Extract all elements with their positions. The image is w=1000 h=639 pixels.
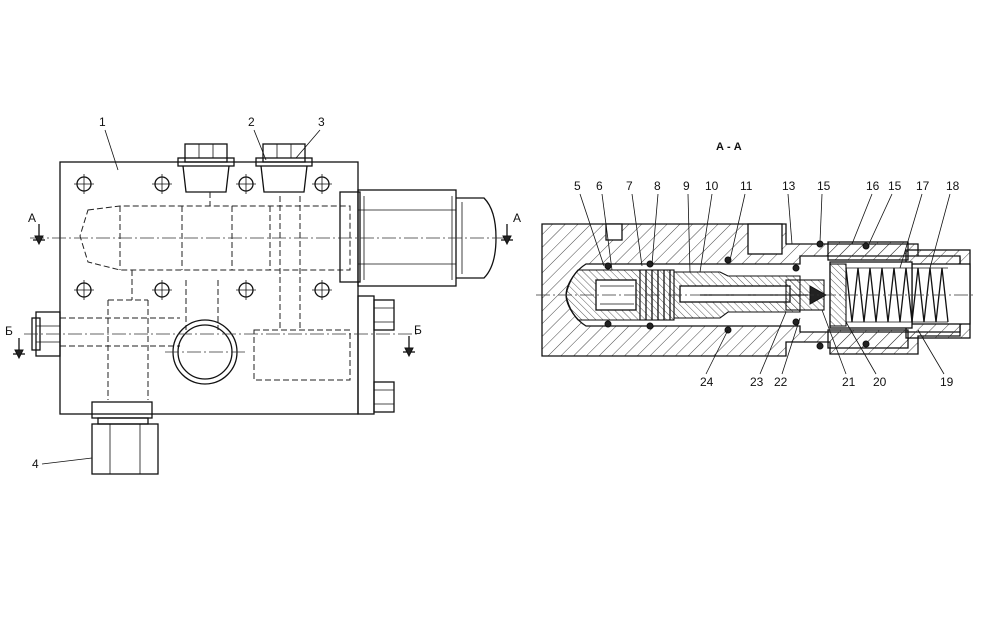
callout-number: 7: [626, 179, 633, 193]
callout-number: 2: [248, 115, 255, 129]
callout-number: 22: [774, 375, 788, 389]
seal-rings: [604, 240, 870, 350]
cut-label-a-left: А: [28, 211, 36, 225]
bottom-fitting: [91, 401, 159, 475]
hidden-channels: [60, 192, 351, 400]
callout-number: 1: [99, 115, 106, 129]
callout-number: 18: [946, 179, 960, 193]
cut-label-a-right: А: [513, 211, 521, 225]
top-fitting-left: [177, 143, 235, 193]
callout-4: 4: [32, 457, 93, 471]
callouts-bottom: 24 23 22 21 20 19: [700, 309, 954, 389]
block-view: А А Б Б 1 2 3: [5, 115, 521, 475]
callout-2: 2: [248, 115, 267, 161]
callout-number: 6: [596, 179, 603, 193]
callout-number: 10: [705, 179, 719, 193]
callout-number: 15: [817, 179, 831, 193]
top-fitting-right: [255, 143, 313, 193]
cut-mark-b-right: Б: [403, 323, 422, 358]
callout-number: 23: [750, 375, 764, 389]
callout-number: 4: [32, 457, 39, 471]
cut-mark-a-right: А: [501, 211, 521, 246]
round-port: [165, 319, 245, 385]
callout-number: 19: [940, 375, 954, 389]
callout-number: 15: [888, 179, 902, 193]
callout-number: 9: [683, 179, 690, 193]
cut-mark-a-left: А: [28, 211, 45, 246]
right-side-block: [357, 295, 395, 415]
top-port: [747, 223, 783, 255]
callout-number: 21: [842, 375, 856, 389]
cut-mark-b-left: Б: [5, 324, 25, 360]
section-title: А - А: [716, 141, 742, 153]
callout-number: 17: [916, 179, 930, 193]
callout-number: 3: [318, 115, 325, 129]
callout-3: 3: [295, 115, 325, 159]
callout-number: 11: [740, 179, 753, 193]
cut-label-b-left: Б: [5, 324, 13, 338]
callouts-top: 5 6 7 8 9 10 11 13 15 16 15 17 18: [574, 179, 960, 273]
section-a-a: А - А: [536, 141, 976, 389]
callout-number: 20: [873, 375, 887, 389]
callout-1: 1: [99, 115, 119, 171]
cut-label-b-right: Б: [414, 323, 422, 337]
callout-number: 13: [782, 179, 796, 193]
callout-number: 5: [574, 179, 581, 193]
mounting-holes: [74, 174, 332, 300]
callout-number: 24: [700, 375, 714, 389]
callout-number: 8: [654, 179, 661, 193]
block-body: [59, 161, 359, 415]
callout-number: 16: [866, 179, 880, 193]
